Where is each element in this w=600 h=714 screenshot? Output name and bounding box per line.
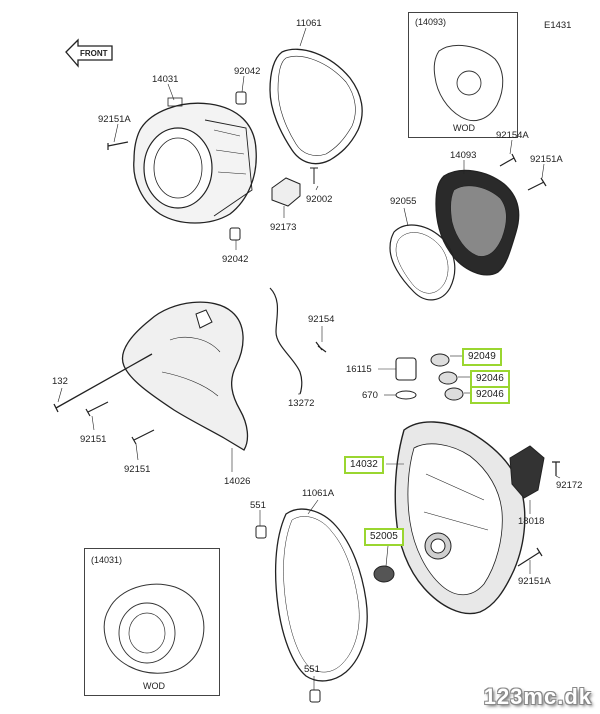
front-arrow-icon — [65, 38, 113, 68]
part-label[interactable]: 92002 — [306, 194, 333, 205]
part-label[interactable]: 92151A — [98, 114, 131, 125]
part-label[interactable]: 92042 — [222, 254, 249, 265]
inset-caption: WOD — [453, 123, 475, 133]
part-label-highlighted[interactable]: 92049 — [462, 348, 502, 366]
cover-14032 — [394, 421, 526, 615]
part-label[interactable]: 551 — [304, 664, 320, 675]
part-label[interactable]: 670 — [362, 390, 378, 401]
front-label: FRONT — [80, 49, 108, 58]
part-label-highlighted[interactable]: 92046 — [470, 370, 510, 388]
part-label[interactable]: 92151 — [80, 434, 107, 445]
inset-caption: WOD — [143, 681, 165, 691]
cover-14031-outline — [103, 583, 205, 674]
part-label[interactable]: 92154A — [496, 130, 529, 141]
part-label[interactable]: 14026 — [224, 476, 251, 487]
gasket-92055 — [389, 224, 456, 301]
inset-14093: (14093) WOD — [408, 12, 518, 138]
cover-14026 — [121, 301, 249, 451]
gasket-11061a — [274, 508, 368, 682]
gasket-11061 — [269, 48, 363, 165]
watermark: 123mc.dk — [483, 684, 592, 709]
diagram-id: E1431 — [544, 20, 572, 31]
cover-14093 — [435, 169, 520, 276]
part-label-highlighted[interactable]: 52005 — [364, 528, 404, 546]
part-label[interactable]: 11061 — [296, 18, 322, 29]
part-label[interactable]: 132 — [52, 376, 68, 387]
cover-14093-outline — [433, 45, 504, 121]
part-label[interactable]: 16115 — [346, 364, 372, 375]
part-label[interactable]: 92154 — [308, 314, 335, 325]
part-label-highlighted[interactable]: 14032 — [344, 456, 384, 474]
part-label[interactable]: 92042 — [234, 66, 261, 77]
inset-14031: (14031) WOD — [84, 548, 220, 696]
part-label[interactable]: 551 — [250, 500, 266, 511]
part-label[interactable]: 92151A — [518, 576, 551, 587]
part-label[interactable]: 92151A — [530, 154, 563, 165]
part-label[interactable]: 18018 — [518, 516, 545, 527]
inset-part-label: (14093) — [415, 17, 447, 27]
inset-part-label: (14031) — [91, 555, 123, 565]
part-label[interactable]: 92055 — [390, 196, 417, 207]
part-label[interactable]: 14031 — [152, 74, 179, 85]
cover-14031 — [133, 97, 257, 224]
part-label[interactable]: 13272 — [288, 398, 315, 409]
part-label[interactable]: 11061A — [302, 488, 335, 499]
part-label[interactable]: 92172 — [556, 480, 583, 491]
part-label[interactable]: 92173 — [270, 222, 297, 233]
part-label[interactable]: 14093 — [450, 150, 477, 161]
part-label[interactable]: 92151 — [124, 464, 151, 475]
part-label-highlighted[interactable]: 92046 — [470, 386, 510, 404]
